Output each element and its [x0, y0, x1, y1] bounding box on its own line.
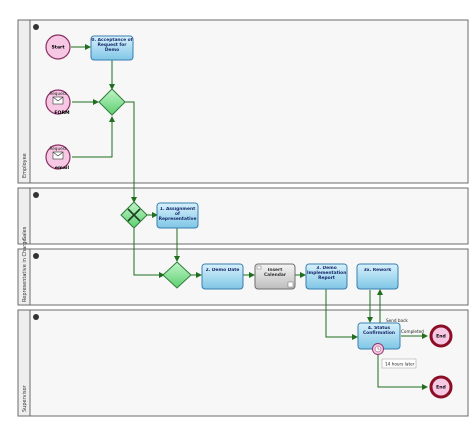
- flow-label-completed: Completed: [401, 329, 424, 334]
- flow-email-gateway[interactable]: [72, 116, 115, 158]
- end-event-completed[interactable]: End: [429, 324, 453, 348]
- task-assignment-label: 1. Assignment of Representative: [158, 207, 197, 222]
- start-event[interactable]: Start: [45, 34, 71, 60]
- lane-title-supervisor: Supervisor: [22, 384, 28, 412]
- lane-title-sales: Sales: [22, 226, 28, 240]
- task-demo-date-label: 2. Demo Date: [205, 268, 240, 273]
- gateway-parallel[interactable]: [120, 201, 148, 229]
- task-status-confirmation-label: 4. Status Confirmation: [362, 326, 396, 336]
- task-demo-implementation[interactable]: 3. Demo Implementation Report: [305, 263, 348, 290]
- flow-gateway-gateway3[interactable]: [133, 228, 165, 278]
- script-icon: [256, 265, 262, 270]
- request-form-label-top: Request: [49, 91, 66, 96]
- flow-timer-end[interactable]: [377, 355, 428, 390]
- person-icon: [33, 24, 39, 30]
- lane-title-representative: Representative in Charge: [22, 239, 28, 302]
- task-insert-calendar-label: Insert Calendar: [263, 268, 287, 278]
- start-label: Start: [51, 45, 65, 51]
- subprocess-marker-icon: [287, 281, 294, 288]
- lane-sales: Sales: [17, 187, 469, 245]
- task-demo-implementation-label: 3. Demo Implementation Report: [307, 266, 346, 281]
- task-demo-date[interactable]: 2. Demo Date: [201, 263, 244, 290]
- request-form-label-bottom: FORM: [54, 110, 70, 116]
- task-acceptance[interactable]: 0. Acceptance of Request for Demo: [90, 35, 134, 61]
- envelope-icon: [52, 151, 64, 160]
- flow-demoimpl-status[interactable]: [325, 288, 358, 340]
- timer-boundary-event[interactable]: [372, 343, 384, 355]
- person-icon: [33, 253, 39, 259]
- timer-annotation: 14 hours later: [381, 358, 417, 369]
- person-icon: [33, 192, 39, 198]
- request-email-event[interactable]: Request email: [45, 144, 71, 171]
- task-status-confirmation[interactable]: 4. Status Confirmation: [357, 322, 401, 355]
- end-label-2: End: [436, 385, 446, 391]
- request-email-label-bottom: email: [55, 165, 70, 171]
- task-rework[interactable]: 3x. Rework: [356, 263, 399, 290]
- sequence-flows: [71, 44, 428, 390]
- timer-label: 14 hours later: [385, 362, 415, 367]
- gateway-merge-requests[interactable]: [98, 88, 126, 116]
- task-acceptance-label: 0. Acceptance of Request for Demo: [91, 38, 133, 53]
- person-icon: [33, 314, 39, 320]
- flow-label-send-back: Send back: [386, 318, 408, 323]
- lane-title-employee: Employee: [22, 153, 28, 178]
- request-email-label-top: Request: [49, 146, 66, 151]
- flow-gateway-gateway[interactable]: [125, 101, 137, 203]
- envelope-icon: [52, 96, 64, 105]
- cross-icon: [127, 208, 141, 222]
- request-form-event[interactable]: Request FORM: [45, 89, 71, 116]
- gateway-join[interactable]: [162, 261, 192, 289]
- task-assignment[interactable]: 1. Assignment of Representative: [156, 202, 199, 229]
- task-insert-calendar[interactable]: Insert Calendar: [254, 263, 296, 290]
- end-event-timeout[interactable]: End: [429, 375, 453, 399]
- task-rework-label: 3x. Rework: [363, 268, 392, 273]
- end-label-1: End: [436, 334, 446, 340]
